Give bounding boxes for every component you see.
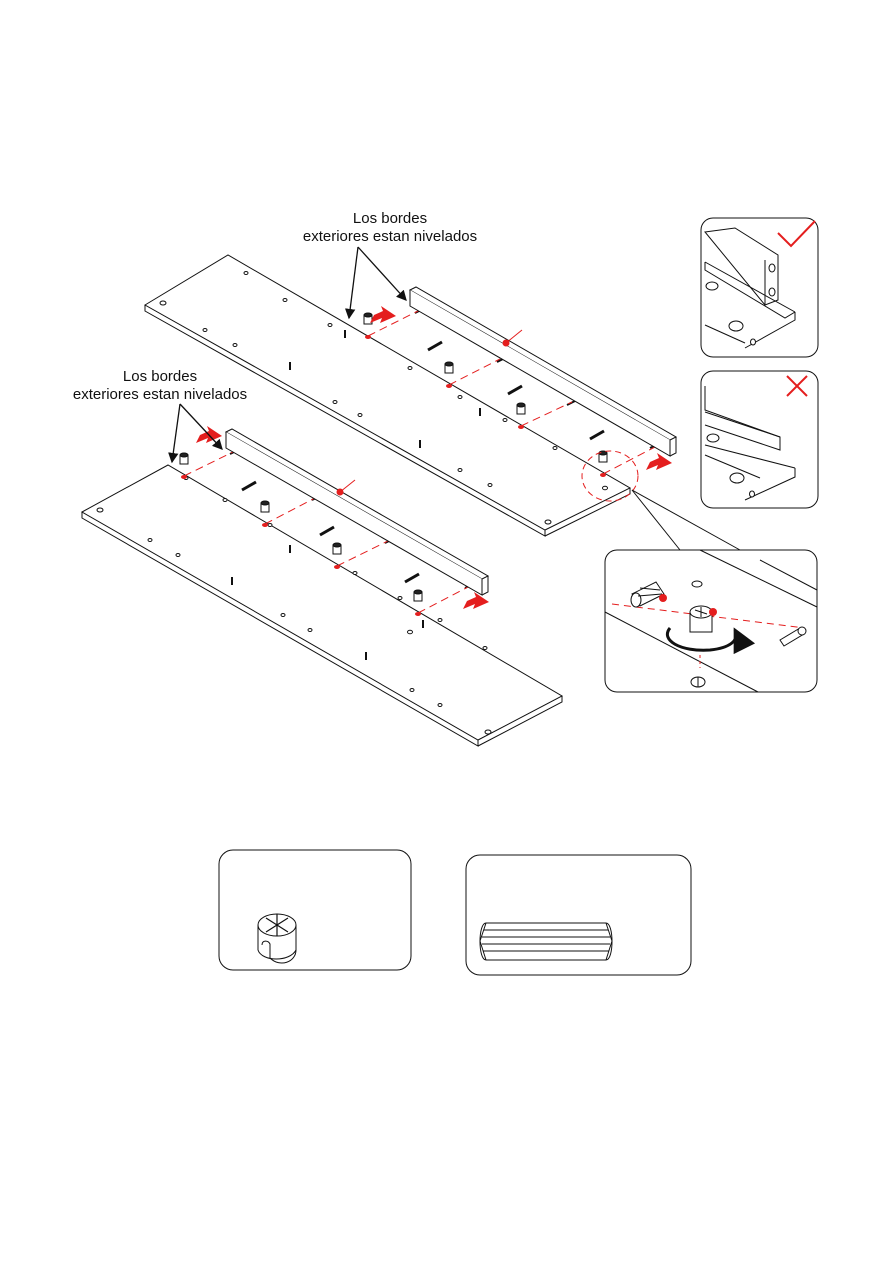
cam-lock-icon: [516, 402, 526, 415]
screw-detail-icon: [779, 626, 807, 647]
cam-lock-detail-icon: [666, 605, 756, 655]
legend-dowel: [465, 854, 692, 976]
checkmark-icon: [777, 220, 816, 248]
legend-cam-lock: [218, 849, 412, 971]
annotation-bottom-line2: exteriores estan nivelados: [72, 386, 248, 403]
bottom-rail: [224, 428, 490, 596]
cam-lock-icon: [413, 589, 423, 602]
annotation-pointers: [168, 246, 407, 464]
detail-box: [604, 549, 818, 693]
bottom-dashed-lines: [183, 450, 471, 614]
dowel-icon: [479, 922, 613, 961]
top-dashed-lines: [367, 309, 656, 475]
cross-icon: [786, 375, 808, 397]
cam-lock-icon: [332, 542, 342, 555]
detail-callout: [581, 450, 741, 551]
inset-correct: [700, 217, 819, 358]
annotation-top-line2: exteriores estan nivelados: [302, 228, 478, 245]
cam-lock-icon: [444, 361, 454, 374]
cam-lock-icon: [260, 500, 270, 513]
inset-incorrect: [700, 370, 819, 509]
annotation-bottom: Los bordes exteriores estan nivelados: [70, 368, 250, 404]
dowel-detail-icon: [630, 581, 667, 608]
annotation-top: Los bordes exteriores estan nivelados: [300, 210, 480, 246]
annotation-top-line1: Los bordes: [352, 210, 428, 227]
cam-lock-icon: [179, 452, 189, 465]
cam-lock-icon: [257, 913, 297, 964]
annotation-bottom-line1: Los bordes: [122, 368, 198, 385]
top-rail: [408, 286, 678, 457]
red-arrows: [196, 306, 672, 609]
